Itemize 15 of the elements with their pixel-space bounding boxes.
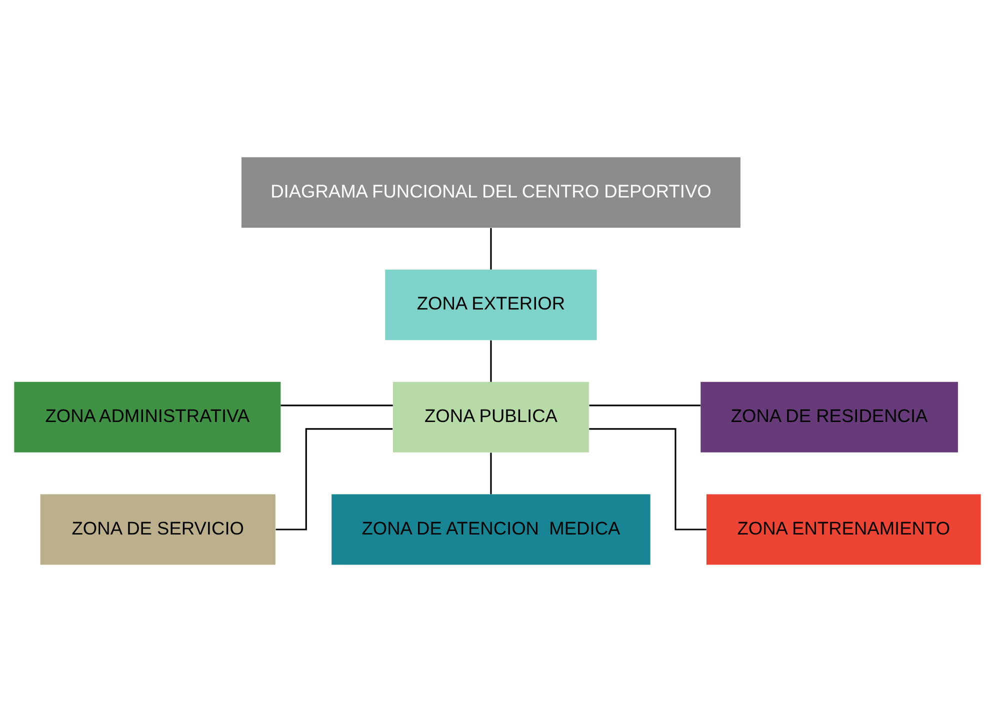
node-box: ZONA DE SERVICIO [40, 494, 276, 565]
connector [280, 404, 393, 406]
connector [589, 428, 706, 530]
connector [276, 428, 393, 530]
node-box: ZONA DE ATENCION MEDICA [332, 494, 650, 565]
node-box: DIAGRAMA FUNCIONAL DEL CENTRO DEPORTIVO [241, 157, 740, 228]
connector [490, 228, 492, 270]
node-box: ZONA EXTERIOR [385, 270, 597, 340]
connector [490, 452, 492, 494]
node-box: ZONA ENTRENAMIENTO [706, 494, 981, 565]
node-box: ZONA PUBLICA [393, 382, 589, 452]
node-box: ZONA ADMINISTRATIVA [14, 382, 281, 452]
node-box: ZONA DE RESIDENCIA [700, 382, 958, 452]
connector [490, 340, 492, 382]
connector [589, 404, 700, 406]
